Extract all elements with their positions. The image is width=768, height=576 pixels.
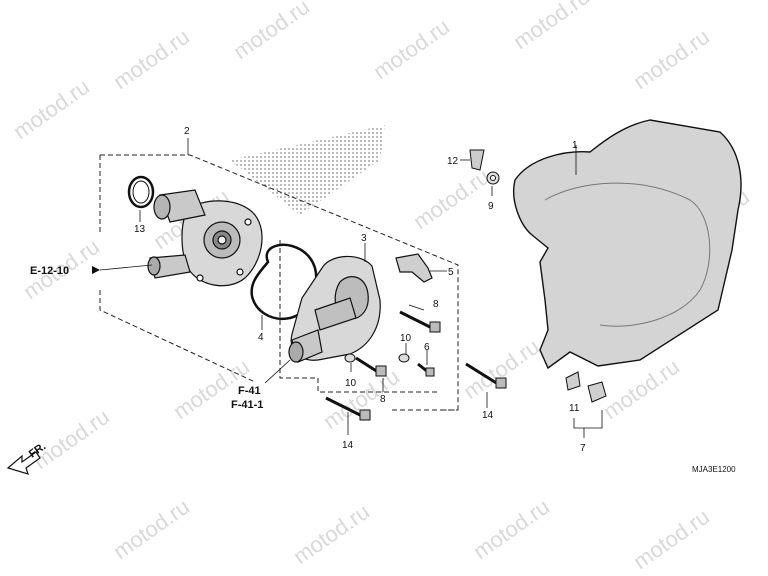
callout-11: 11 (569, 403, 580, 414)
pump-cover-part (288, 255, 381, 363)
bolt-part (399, 310, 441, 333)
callout-5: 5 (448, 267, 454, 278)
watermark-text: motod.ru (109, 24, 194, 94)
bolt-part (465, 362, 507, 389)
watermark-text: motod.ru (229, 0, 314, 64)
water-pump-part (147, 189, 263, 287)
leader-lines (99, 138, 603, 438)
clip-part (469, 149, 485, 171)
bracket-part (395, 253, 433, 283)
watermark-text: motod.ru (509, 0, 594, 54)
reference-e-12-10[interactable]: E-12-10 (30, 265, 69, 277)
watermark-text: motod.ru (109, 494, 194, 564)
e-12-10-arrow (92, 266, 100, 274)
callout-9: 9 (488, 201, 494, 212)
o-ring-inner (132, 180, 150, 204)
callout-6: 6 (424, 342, 430, 353)
callout-8b: 8 (380, 394, 386, 405)
washer-part (344, 353, 356, 363)
callout-14b: 14 (342, 440, 354, 451)
grommet-part (565, 371, 581, 391)
bolt-part (325, 396, 371, 421)
watermark-text: motod.ru (469, 494, 554, 564)
watermark-text: motod.ru (289, 499, 374, 569)
washer-hole (490, 175, 496, 181)
callout-10a: 10 (400, 333, 412, 344)
watermark-text: motod.ru (9, 74, 94, 144)
shading-wedge (230, 125, 385, 215)
reference-f-41-1[interactable]: F-41-1 (231, 399, 263, 411)
callout-8a: 8 (433, 299, 439, 310)
callout-7: 7 (580, 443, 586, 454)
cover-part (513, 119, 742, 370)
washer-part (398, 353, 410, 363)
watermark-text: motod.ru (369, 14, 454, 84)
o-ring-part (127, 175, 155, 209)
watermark-text: motod.ru (629, 504, 714, 574)
reference-f-41[interactable]: F-41 (238, 385, 261, 397)
callout-1: 1 (572, 140, 578, 151)
callout-4: 4 (258, 332, 264, 343)
watermark-text: motod.ru (29, 404, 114, 474)
cover-ridge (544, 182, 711, 327)
callout-10b: 10 (345, 378, 357, 389)
callout-12: 12 (447, 156, 459, 167)
assembly-boundary (99, 154, 459, 411)
callout-14a: 14 (482, 410, 494, 421)
diagram-code: MJA3E1200 (692, 465, 736, 474)
arrow-icon (6, 451, 41, 475)
watermark-text: motod.ru (409, 164, 494, 234)
callout-13: 13 (134, 224, 146, 235)
watermark-text: motod.ru (629, 24, 714, 94)
screw-part (417, 362, 435, 377)
watermark-text: motod.ru (319, 364, 404, 434)
callout-2: 2 (184, 126, 190, 137)
grommet-part (587, 381, 607, 403)
callout-3: 3 (361, 233, 367, 244)
bolt-part (355, 356, 387, 377)
